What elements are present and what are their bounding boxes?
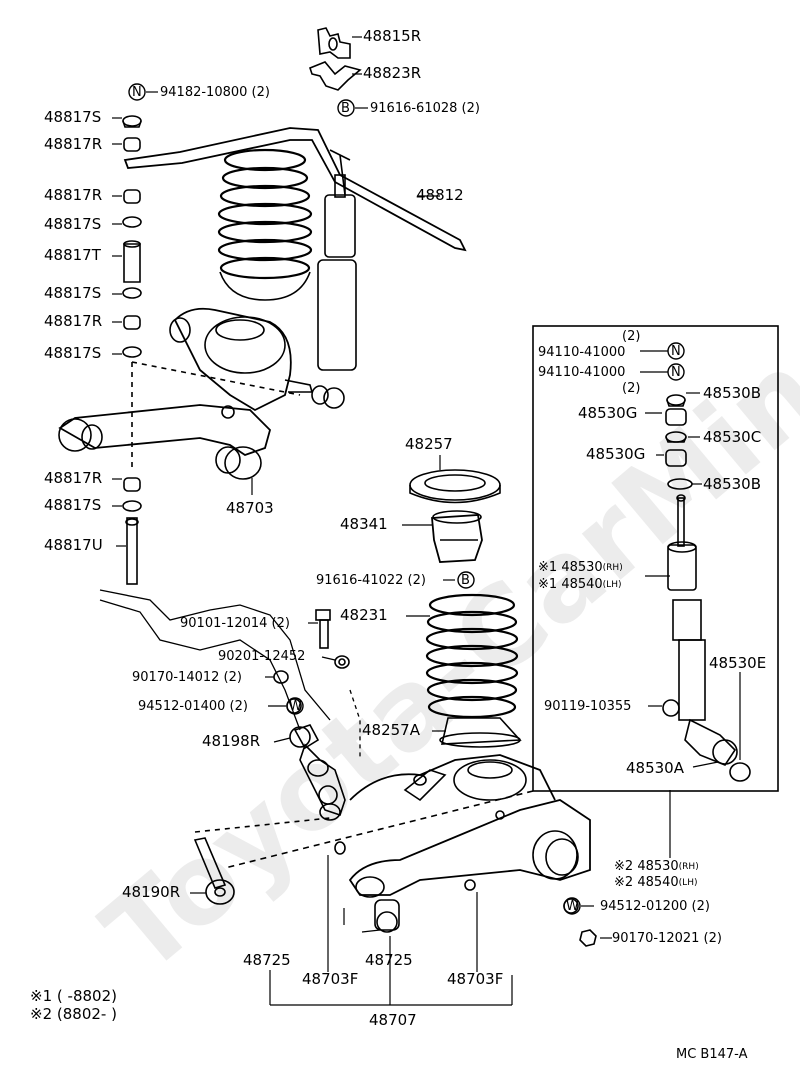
part-label: 48725 [365,951,413,969]
part-label: 90170-14012 (2) [132,670,242,685]
part-qty: (2) [622,381,641,396]
part-label: 48817T [44,246,101,264]
vehicle-frame-outline [99,589,361,760]
part-label: 94110-41000 [538,365,626,380]
part-label: 48530G [586,445,646,463]
nut-symbol: N [671,365,681,380]
part-label: 94512-01200 (2) [600,899,710,914]
part-label: 48817R [44,186,103,204]
part-label: 94110-41000 [538,345,626,360]
part-label: 48341 [340,515,388,533]
part-label: 48817S [44,344,102,362]
part-label: 48530C [703,428,762,446]
washer-symbol: W [566,899,579,914]
upper-control-arm [58,404,272,480]
fastener-symbols [128,83,685,915]
part-label: 48817R [44,135,103,153]
part-label: 48707 [369,1011,417,1029]
part-label: 48530E [709,654,767,672]
part-label: 48817R [44,312,103,330]
upper-coil-spring [217,148,313,301]
legend-note-2: ※2 (8802- ) [30,1005,117,1023]
part-label: 90170-12021 (2) [612,931,722,946]
washer-symbol: W [289,699,302,714]
part-label: ※2 48540(LH) [614,875,698,890]
part-label: 48815R [363,27,422,45]
part-label: 48703F [302,970,359,988]
part-label: 48817S [44,496,102,514]
bolt-symbol: B [461,573,470,588]
shock-absorber-detail-frame [532,325,779,792]
strut-bar [193,724,346,905]
part-label: 48257 [405,435,453,453]
part-label: 48817U [44,536,103,554]
part-label: 90201-12452 [218,649,306,664]
part-label: 90119-10355 [544,699,632,714]
part-label: 91616-41022 (2) [316,573,426,588]
part-label: 48703F [447,970,504,988]
lower-spring-seat-48257A [439,717,522,748]
part-label: 48530B [703,384,762,402]
part-label: 48257A [362,721,420,739]
part-label: 48190R [122,883,181,901]
lower-control-arm [334,754,591,933]
part-label: 48530B [703,475,762,493]
part-label: 48823R [363,64,422,82]
part-label: 48530G [578,404,638,422]
part-label: 90101-12014 (2) [180,616,290,631]
part-label: 48231 [340,606,388,624]
nut-symbol: N [132,85,142,100]
legend-note-1: ※1 ( -8802) [30,987,117,1005]
part-label: 48817S [44,284,102,302]
part-label: 94512-01400 (2) [138,699,248,714]
part-label: 91616-61028 (2) [370,101,480,116]
detail-leader-line [224,790,534,869]
part-label: 48530A [626,759,684,777]
bolt-symbol: B [341,101,350,116]
leader-lines [112,36,741,1006]
part-label: ※2 48530(RH) [614,859,699,874]
upper-knuckle-assembly [169,307,314,412]
upper-shock-absorber [311,174,357,409]
part-label: 48817R [44,469,103,487]
part-label: ※1 48530(RH) [538,560,623,575]
part-label: 48817S [44,215,102,233]
nut-symbol: N [671,344,681,359]
part-label: 48812 [416,186,464,204]
bolt-and-washer [315,609,350,669]
part-label: 48703 [226,499,274,517]
stabilizer-bracket [309,27,362,91]
diagram-code: MC B147-A [676,1047,748,1062]
spring-seat-48257 [409,469,501,504]
stabilizer-link-bushings [122,115,301,585]
part-label: 48198R [202,732,261,750]
lower-coil-spring [425,593,519,719]
part-label: ※1 48540(LH) [538,577,622,592]
part-label: 94182-10800 (2) [160,85,270,100]
part-label: 48817S [44,108,102,126]
detail-shock-parts [662,394,751,782]
part-qty: (2) [622,329,641,344]
bump-stopper [431,510,483,563]
part-label: 48725 [243,951,291,969]
small-fasteners [273,670,597,947]
